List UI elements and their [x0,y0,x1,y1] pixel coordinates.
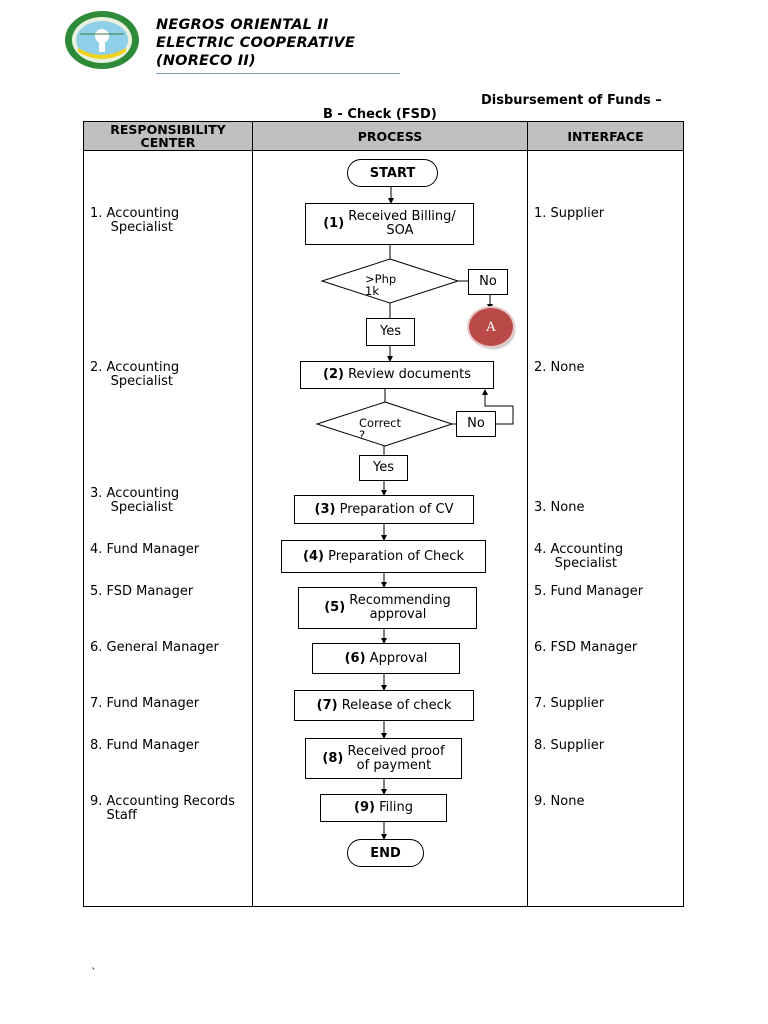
column-divider [252,122,253,907]
step-text: Recommending approval [349,593,451,622]
step-text: Review documents [343,367,471,382]
responsibility-cell: 3. Accounting Specialist [90,486,180,515]
decision-amount-yes: Yes [366,318,415,346]
step-text: Preparation of Check [323,548,464,564]
step-text: Received proof of payment [347,743,445,773]
responsibility-cell: 6. General Manager [90,640,219,655]
company-name-line2: ELECTRIC COOPERATIVE [156,35,356,51]
flow-start: START [347,159,438,187]
step-number: (3) [314,501,336,517]
flow-step-8: (8) Received proof of payment [305,738,462,779]
header-divider [156,73,400,74]
step-number: (5) [324,600,346,615]
step-text: Filing [374,800,413,815]
step-number: (9) [354,800,375,815]
step-number: (6) [344,650,366,666]
company-name-line1: NEGROS ORIENTAL II [156,17,329,33]
column-divider [527,122,528,907]
interface-cell: 9. None [534,794,585,809]
flow-step-7: (7) Release of check [294,690,474,721]
off-page-connector-a: A [469,308,513,346]
step-number: (2) [323,367,344,382]
step-text: Release of check [337,697,452,713]
decision-amount-label: >Php 1k [365,272,397,298]
decision-correct-label: Correct ? [359,416,401,442]
responsibility-cell: 5. FSD Manager [90,584,194,599]
process-table [83,121,684,907]
responsibility-cell: 2. Accounting Specialist [90,360,180,389]
flow-step-5: (5) Recommending approval [298,587,477,629]
step-number: (7) [316,697,338,713]
decision-correct-yes: Yes [359,455,408,481]
flow-step-9: (9) Filing [320,794,447,822]
interface-header: INTERFACE [567,128,644,144]
table-header-row [84,122,683,151]
responsibility-cell: 9. Accounting Records Staff [90,794,235,823]
interface-cell: 7. Supplier [534,696,605,711]
step-text: Approval [365,650,428,666]
step-number: (4) [303,548,324,564]
responsibility-center-header: RESPONSIBILITY CENTER [110,122,226,150]
interface-cell: 5. Fund Manager [534,584,644,599]
flow-step-6: (6) Approval [312,643,460,674]
company-name-line3: (NORECO II) [156,53,256,69]
step-text: Received Billing/ SOA [348,209,456,238]
step-number: (8) [322,750,344,766]
responsibility-cell: 1. Accounting Specialist [90,206,180,235]
interface-cell: 1. Supplier [534,206,605,221]
flow-step-1: (1) Received Billing/ SOA [305,203,474,245]
footer-mark: ` [91,966,97,979]
flow-step-2: (2) Review documents [300,361,494,389]
interface-cell: 4. Accounting Specialist [534,542,624,571]
interface-cell: 6. FSD Manager [534,640,638,655]
step-text: Preparation of CV [335,501,454,517]
step-number: (1) [323,216,345,231]
interface-cell: 8. Supplier [534,738,605,753]
document-subtitle: B - Check (FSD) [323,107,437,122]
responsibility-cell: 7. Fund Manager [90,696,200,711]
flow-step-4: (4) Preparation of Check [281,540,486,573]
interface-cell: 2. None [534,360,585,375]
decision-amount-no: No [468,269,508,295]
interface-cell: 3. None [534,500,585,515]
company-name: NEGROS ORIENTAL II ELECTRIC COOPERATIVE … [156,16,355,70]
document-title: Disbursement of Funds – [481,93,662,108]
responsibility-cell: 8. Fund Manager [90,738,200,753]
flow-step-3: (3) Preparation of CV [294,495,474,524]
decision-correct-no: No [456,411,496,437]
noreco-logo [64,10,140,70]
process-header: PROCESS [357,128,423,144]
responsibility-cell: 4. Fund Manager [90,542,200,557]
flow-end: END [347,839,424,867]
